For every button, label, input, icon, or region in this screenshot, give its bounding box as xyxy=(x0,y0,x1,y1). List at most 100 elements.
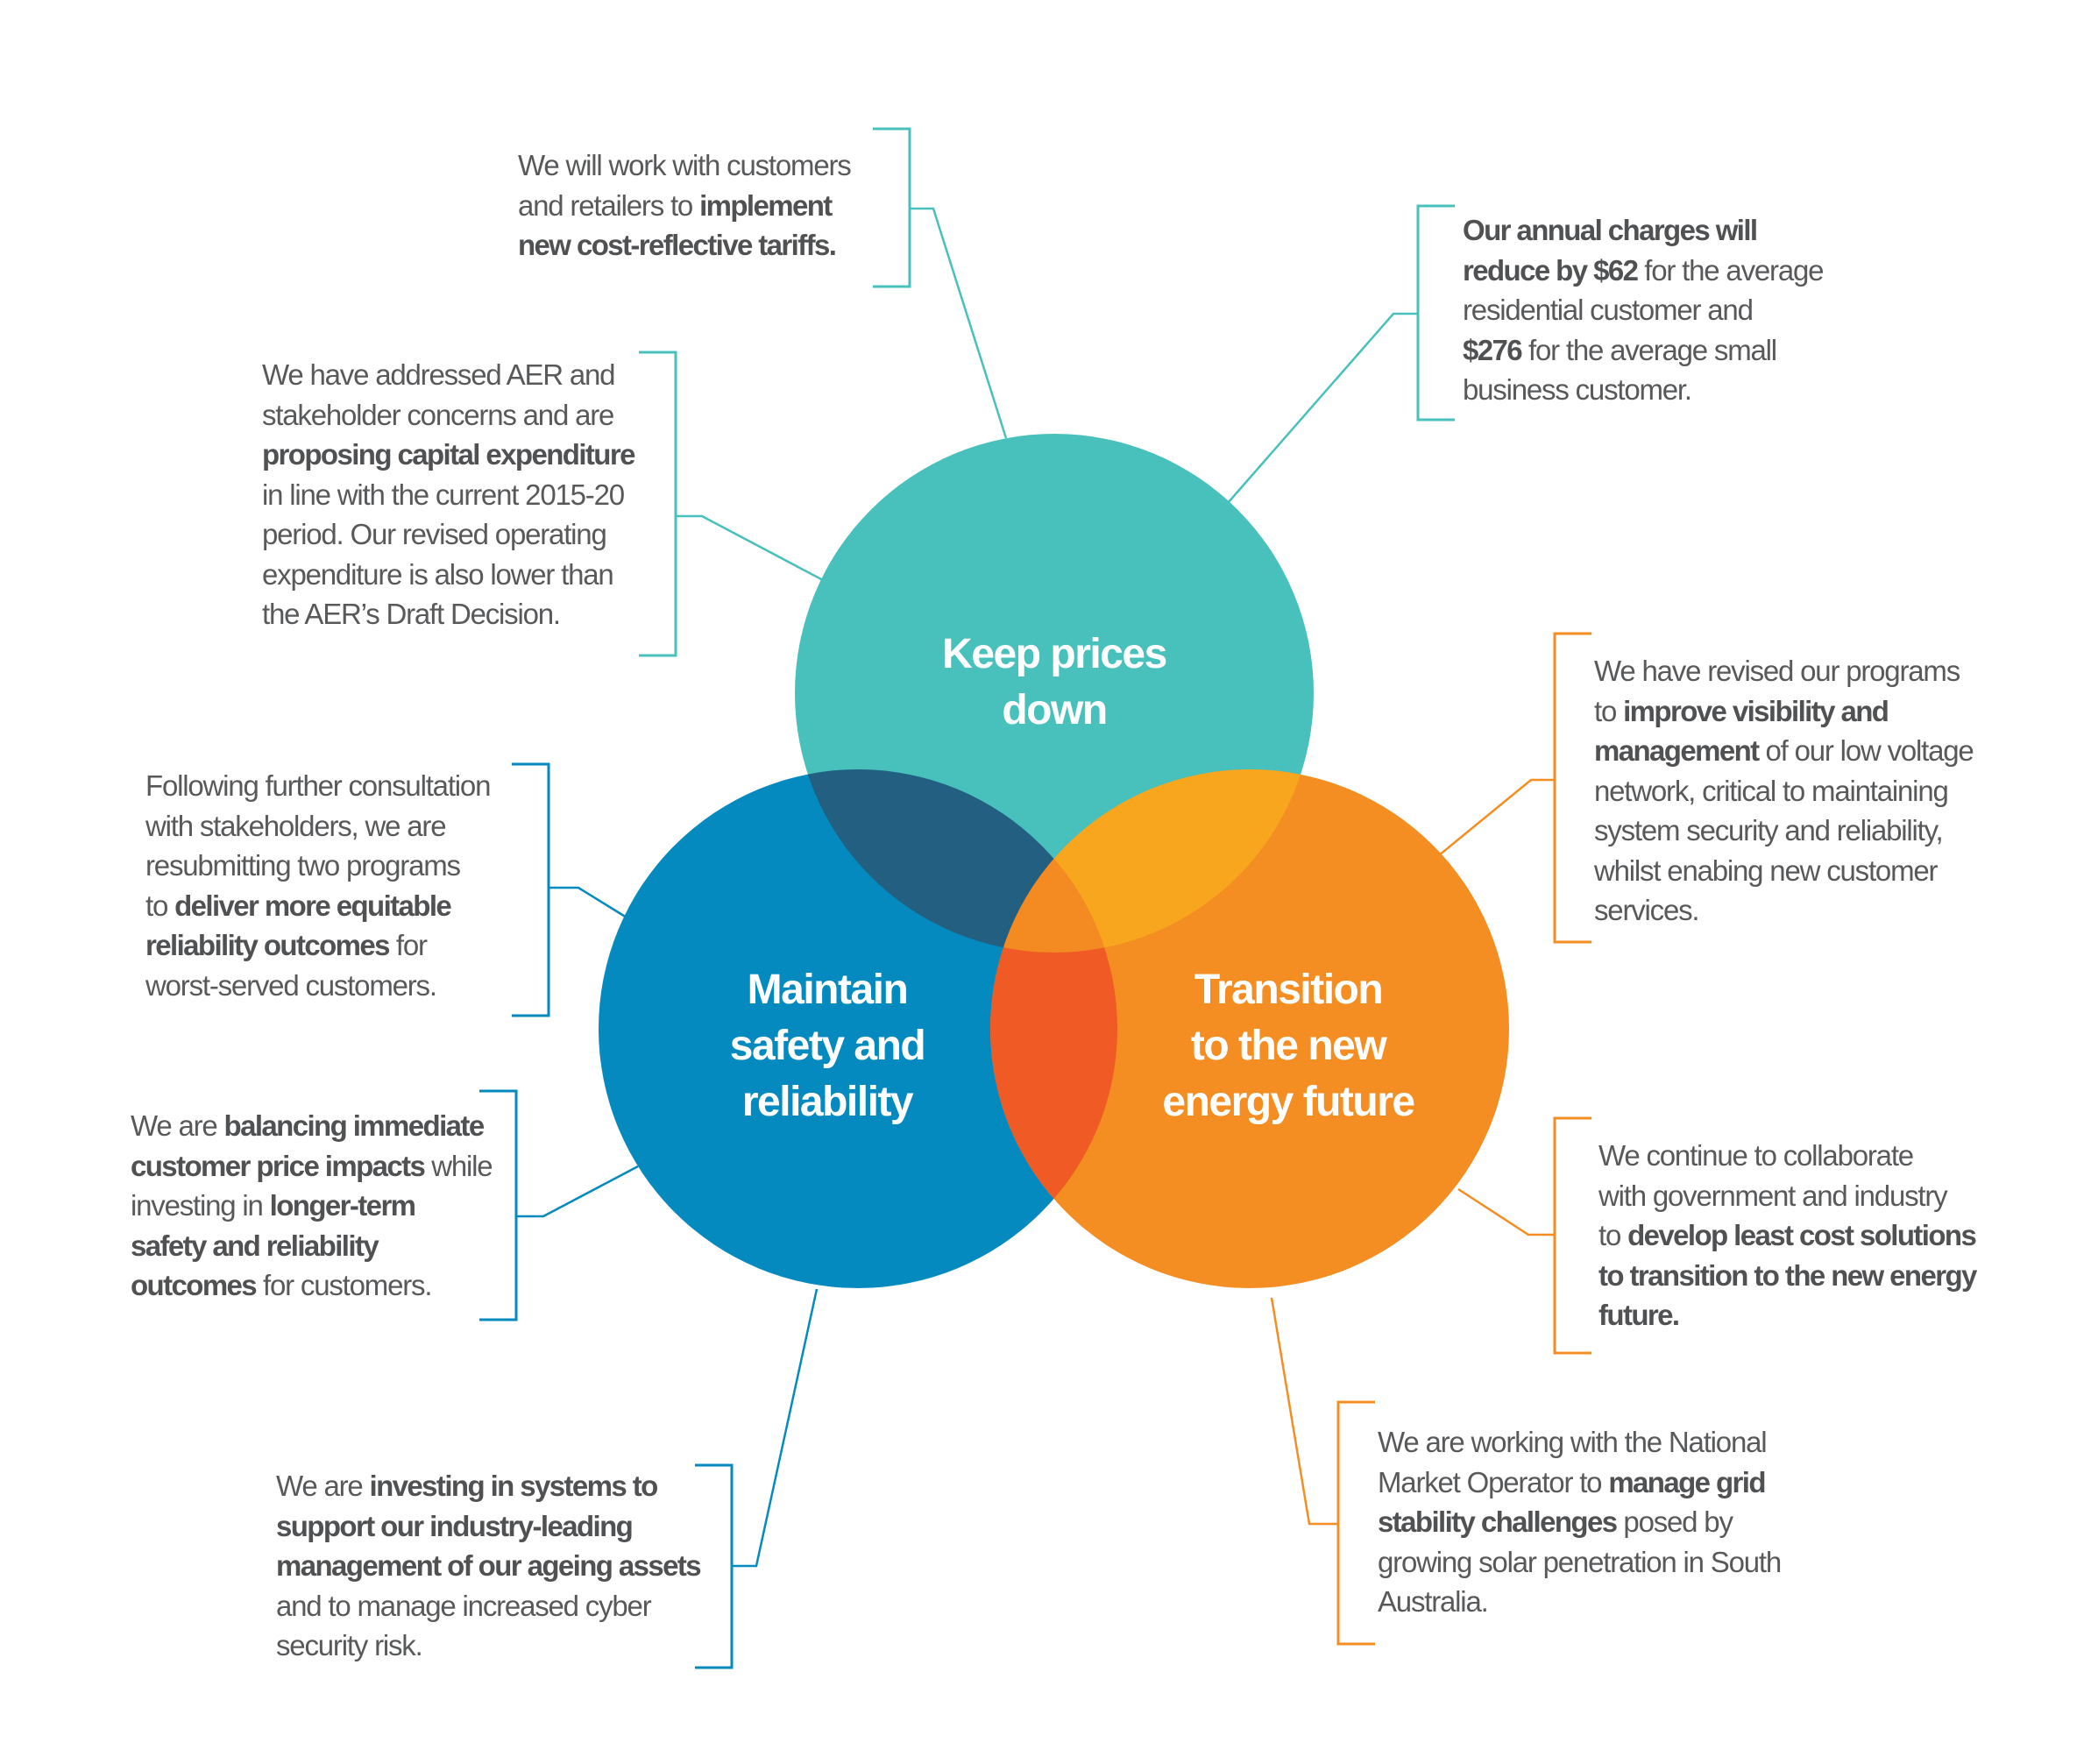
callout-line: stability challenges posed by xyxy=(1378,1502,1781,1542)
callout-emphasis: outcomes xyxy=(131,1269,258,1301)
callout-connector-line xyxy=(910,207,1008,439)
callout-text: whilst enabing new customer xyxy=(1594,854,1939,887)
callout-line: We are investing in systems to xyxy=(276,1466,700,1506)
callout-line: business customer. xyxy=(1463,370,1823,410)
callout-line: Australia. xyxy=(1378,1582,1781,1622)
callout-line: We have revised our programs xyxy=(1594,651,1974,691)
callout-text: the AER’s Draft Decision. xyxy=(262,598,561,630)
callout-emphasis: reliability outcomes xyxy=(145,929,391,961)
callout-text: and to manage increased cyber xyxy=(276,1589,652,1622)
callout-line: and to manage increased cyber xyxy=(276,1586,700,1626)
overlap-teal-blue xyxy=(795,769,1117,953)
callout-line: Our annual charges will xyxy=(1463,210,1823,251)
callout-line: residential customer and xyxy=(1463,290,1823,330)
callout-text: We continue to collaborate xyxy=(1598,1139,1914,1172)
callout-emphasis: support our industry-leading xyxy=(276,1509,634,1542)
callout-text: worst-served customers. xyxy=(145,968,437,1002)
callout-line: with government and industry xyxy=(1598,1176,1976,1216)
callout-line: support our industry-leading xyxy=(276,1506,700,1547)
callout-line: reliability outcomes for xyxy=(145,925,490,966)
callout-bracket xyxy=(1553,1116,1591,1355)
callout-connector-line xyxy=(1438,778,1555,856)
callout-emphasis: new cost-reflective tariffs. xyxy=(518,229,837,261)
callout-line: Market Operator to manage grid xyxy=(1378,1463,1781,1503)
callout-line: network, critical to maintaining xyxy=(1594,771,1974,811)
callout-text: Market Operator to xyxy=(1378,1465,1609,1498)
callout-line: $276 for the average small xyxy=(1463,330,1823,371)
callout-line: reduce by $62 for the average xyxy=(1463,251,1824,291)
label-transition: Transition to the new energy future xyxy=(1162,962,1415,1130)
callout-emphasis: manage grid xyxy=(1608,1465,1766,1498)
callout-bracket xyxy=(1416,204,1455,422)
callout-bracket xyxy=(873,127,911,288)
callout-emphasis: safety and reliability xyxy=(131,1229,379,1262)
callout-line: period. Our revised operating xyxy=(262,514,634,555)
callout-text: We have revised our programs xyxy=(1594,655,1960,687)
callout-text: posed by xyxy=(1616,1505,1733,1538)
callout-line: whilst enabing new customer xyxy=(1594,851,1974,891)
callout-line: We are balancing immediate xyxy=(131,1106,492,1146)
callout-bracket xyxy=(1336,1400,1375,1646)
callout-line: future. xyxy=(1598,1295,1976,1335)
callout-emphasis: customer price impacts xyxy=(131,1149,426,1182)
callout-text: with government and industry xyxy=(1598,1179,1948,1212)
label-line: safety and xyxy=(729,1023,926,1069)
callout-capex: We have addressed AER and stakeholder con… xyxy=(262,355,635,634)
callout-text: stakeholder concerns and are xyxy=(262,398,614,431)
callout-text: and retailers to xyxy=(518,188,700,222)
callout-connector-line xyxy=(732,1288,819,1568)
callout-emphasis: proposing capital expenditure xyxy=(262,438,635,471)
callout-text: to xyxy=(1594,694,1624,727)
callout-line: outcomes for customers. xyxy=(131,1265,492,1306)
callout-line: to improve visibility and xyxy=(1594,691,1974,732)
callout-line: We are working with the National xyxy=(1378,1422,1781,1463)
callout-emphasis: reduce by $62 xyxy=(1463,253,1639,287)
callout-emphasis: develop least cost solutions xyxy=(1627,1219,1977,1251)
callout-line: We have addressed AER and xyxy=(262,355,634,395)
callout-low-voltage: We have revised our programs to improve v… xyxy=(1594,651,1974,931)
callout-text: period. Our revised operating xyxy=(262,518,607,550)
label-maintain-safety: Maintain safety and reliability xyxy=(729,962,926,1130)
callout-line: expenditure is also lower than xyxy=(262,555,634,595)
label-keep-prices-down: Keep prices down xyxy=(942,627,1167,739)
callout-line: growing solar penetration in South xyxy=(1378,1542,1782,1583)
callout-emphasis: deliver more equitable xyxy=(174,889,452,922)
callout-line: We continue to collaborate xyxy=(1598,1136,1976,1176)
callout-text: system security and reliability, xyxy=(1594,814,1944,847)
callout-connector-line xyxy=(516,1165,639,1218)
callout-connector-line xyxy=(676,514,824,582)
callout-text: We have addressed AER and xyxy=(262,358,616,391)
callout-connector-line xyxy=(1227,312,1418,504)
callout-emphasis: management xyxy=(1594,734,1760,767)
label-line: reliability xyxy=(741,1079,914,1125)
callout-text: resubmitting two programs xyxy=(145,849,461,882)
callout-emphasis: Our annual charges will xyxy=(1463,214,1758,246)
callout-text: for customers. xyxy=(256,1269,432,1301)
callout-connector-line xyxy=(549,886,627,919)
callout-line: new cost-reflective tariffs. xyxy=(518,225,851,266)
callout-emphasis: implement xyxy=(699,188,833,222)
callout-bracket xyxy=(512,762,550,1017)
callout-text: for the average small xyxy=(1521,333,1777,366)
callout-text: with stakeholders, we are xyxy=(145,809,447,842)
callout-line: Following further consultation xyxy=(145,766,491,806)
callout-text: security risk. xyxy=(276,1629,423,1661)
callout-line: safety and reliability xyxy=(131,1226,492,1266)
callout-emphasis: management of our ageing assets xyxy=(276,1549,702,1582)
callout-text: to xyxy=(145,889,175,922)
callout-emphasis: stability challenges xyxy=(1378,1505,1618,1538)
callout-text: to xyxy=(1598,1219,1628,1251)
callout-emphasis: investing in systems to xyxy=(369,1470,659,1502)
callout-text: business customer. xyxy=(1463,373,1692,406)
callout-line: stakeholder concerns and are xyxy=(262,395,634,436)
callout-line: resubmitting two programs xyxy=(145,846,490,886)
label-line: energy future xyxy=(1162,1079,1415,1125)
callout-line: investing in longer-term xyxy=(131,1186,492,1226)
callout-text: network, critical to maintaining xyxy=(1594,774,1949,807)
callout-text: Australia. xyxy=(1378,1585,1489,1618)
callout-text: for the average xyxy=(1637,253,1824,287)
